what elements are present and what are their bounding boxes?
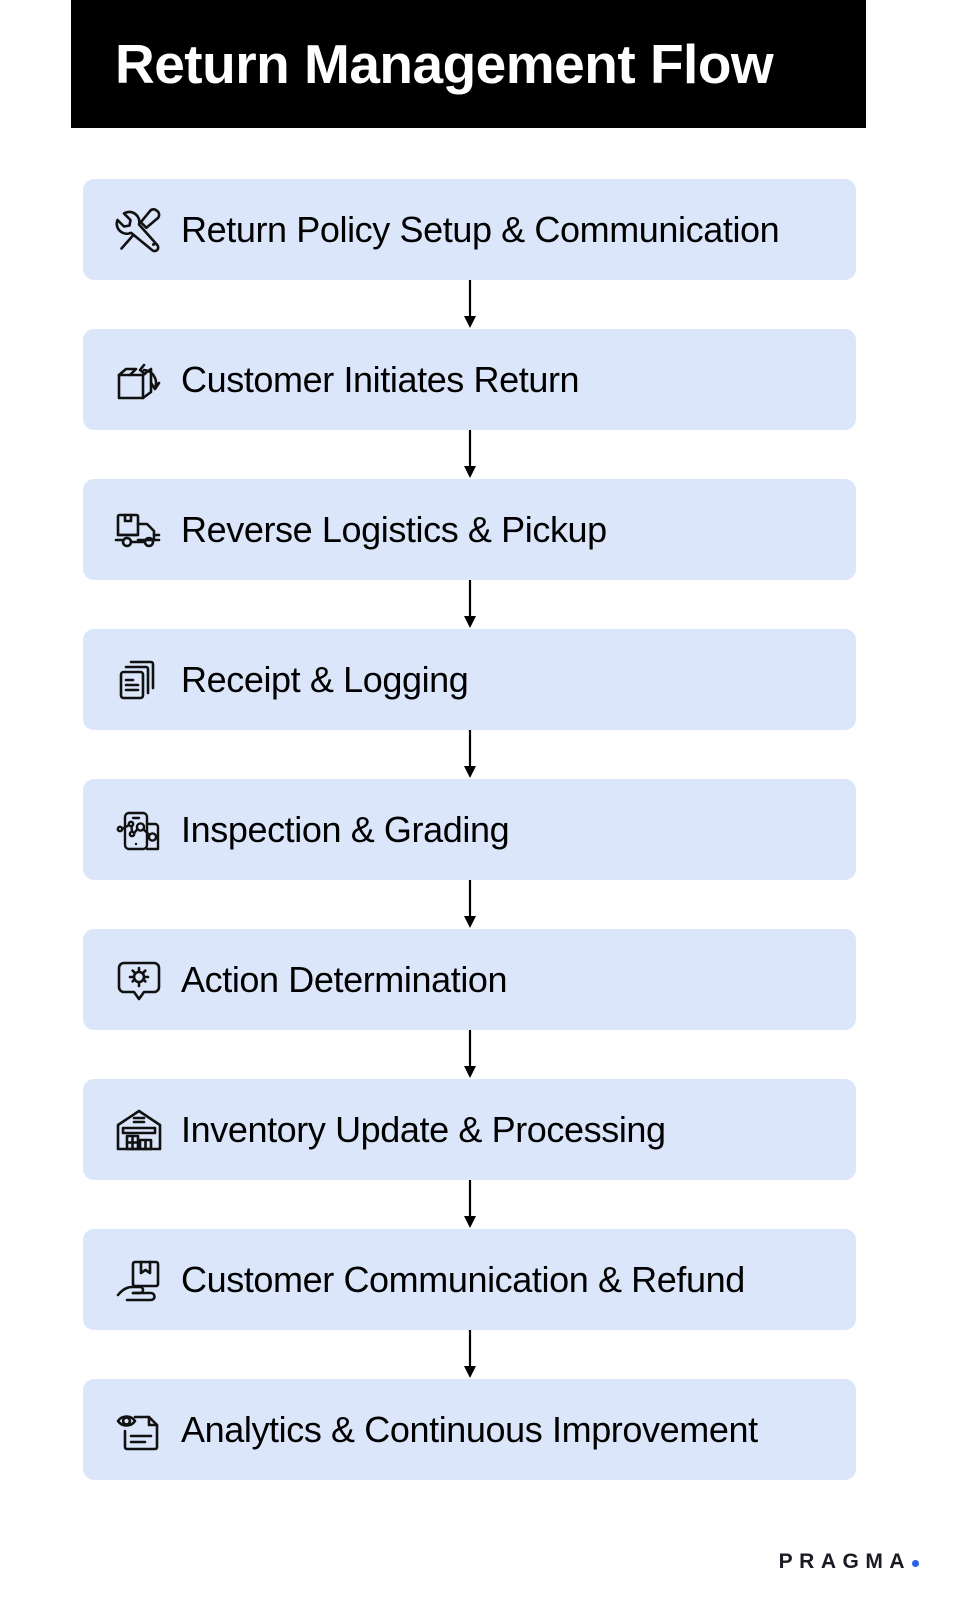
eye-document-icon [111, 1402, 167, 1458]
arrow-down-icon [463, 1180, 476, 1228]
arrow-down-icon [463, 280, 476, 328]
arrow-down-icon [463, 1030, 476, 1078]
flow-step-5[interactable]: Inspection & Grading [83, 779, 856, 880]
arrow-down-icon [463, 1330, 476, 1378]
connector-3-4 [83, 580, 856, 629]
arrow-down-icon [463, 430, 476, 478]
logo-dot-icon [912, 1560, 919, 1567]
flow-step-7-label: Inventory Update & Processing [181, 1108, 666, 1150]
flow-step-9-label: Analytics & Continuous Improvement [181, 1408, 758, 1450]
flow-step-9[interactable]: Analytics & Continuous Improvement [83, 1379, 856, 1480]
stacked-documents-icon [111, 652, 167, 708]
flow-step-6-label: Action Determination [181, 958, 508, 1000]
flow-step-8-label: Customer Communication & Refund [181, 1258, 745, 1300]
flow-step-3[interactable]: Reverse Logistics & Pickup [83, 479, 856, 580]
page-title: Return Management Flow [115, 32, 774, 95]
flow-step-2-label: Customer Initiates Return [181, 358, 580, 400]
connector-8-9 [83, 1330, 856, 1379]
connector-7-8 [83, 1180, 856, 1229]
arrow-down-icon [463, 730, 476, 778]
speech-bubble-gear-icon [111, 952, 167, 1008]
flow-step-6[interactable]: Action Determination [83, 929, 856, 1030]
flow-step-4-label: Receipt & Logging [181, 658, 469, 700]
flow-step-5-label: Inspection & Grading [181, 808, 510, 850]
flow-step-3-label: Reverse Logistics & Pickup [181, 508, 607, 550]
flow-step-2[interactable]: Customer Initiates Return [83, 329, 856, 430]
arrow-down-icon [463, 580, 476, 628]
connector-4-5 [83, 730, 856, 779]
flow-step-4[interactable]: Receipt & Logging [83, 629, 856, 730]
warehouse-icon [111, 1102, 167, 1158]
box-return-arrow-icon [111, 352, 167, 408]
logo-wordmark: PRAGMA [778, 1550, 911, 1573]
pragma-logo: PRAGMA [779, 1550, 919, 1574]
connector-2-3 [83, 430, 856, 479]
delivery-truck-icon [111, 502, 167, 558]
flow-step-1-label: Return Policy Setup & Communication [181, 208, 780, 250]
connector-6-7 [83, 1030, 856, 1079]
hand-holding-package-icon [111, 1252, 167, 1308]
flow-step-1[interactable]: Return Policy Setup & Communication [83, 179, 856, 280]
title-banner: Return Management Flow [71, 0, 866, 128]
flow-step-7[interactable]: Inventory Update & Processing [83, 1079, 856, 1180]
flow-container: Return Policy Setup & Communication C [83, 179, 856, 1480]
connector-1-2 [83, 280, 856, 329]
flow-step-8[interactable]: Customer Communication & Refund [83, 1229, 856, 1330]
arrow-down-icon [463, 880, 476, 928]
wrench-screwdriver-icon [111, 202, 167, 258]
connector-5-6 [83, 880, 856, 929]
device-inspection-icon [111, 802, 167, 858]
